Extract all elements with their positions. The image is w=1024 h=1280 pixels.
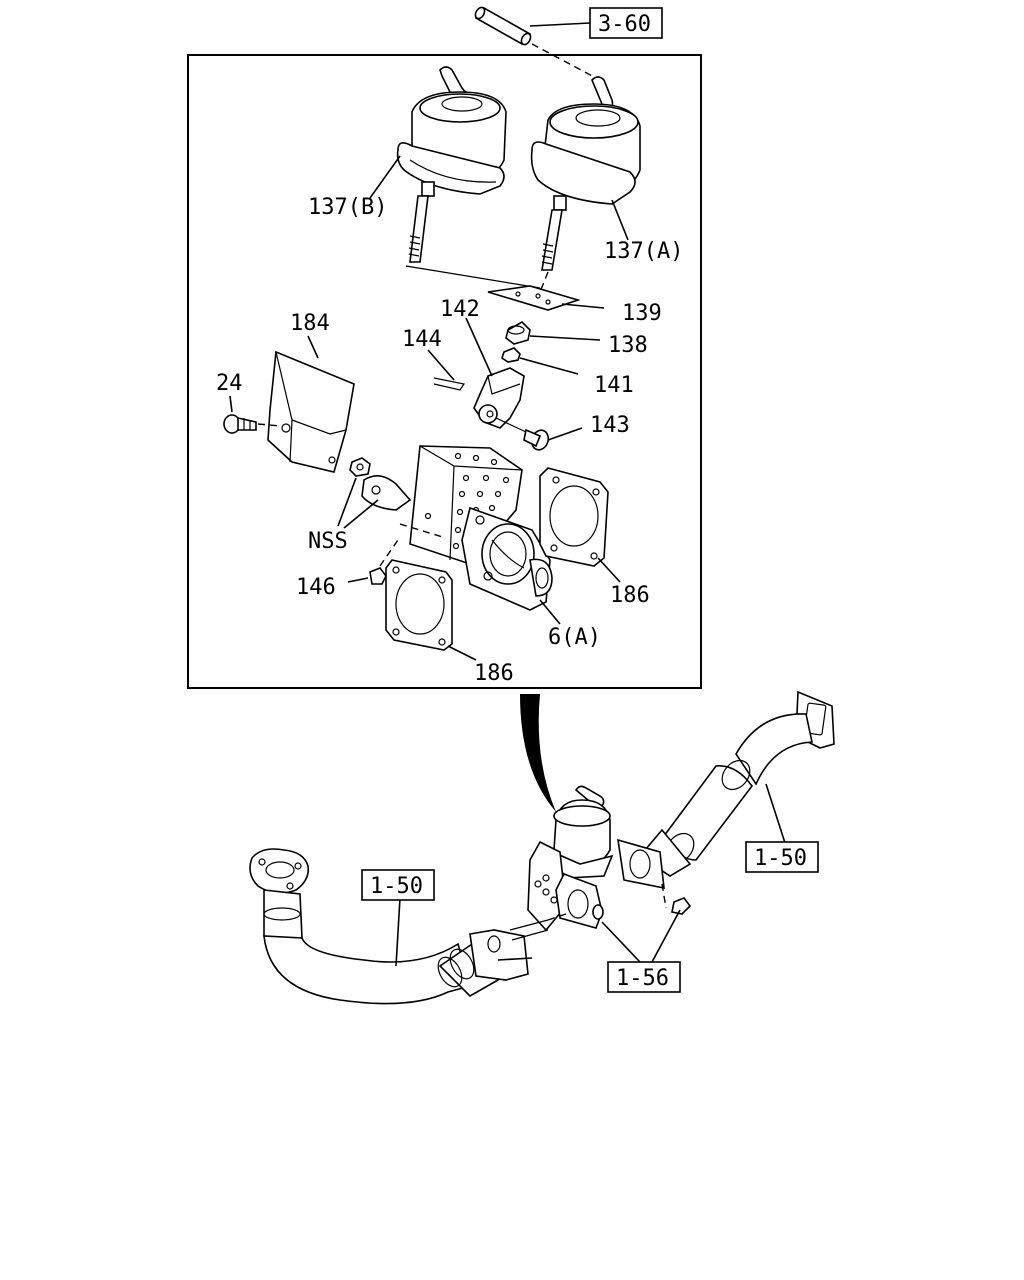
- label-nss: NSS: [308, 529, 348, 554]
- nut-141: [501, 347, 579, 375]
- gasket-186-right: [539, 467, 621, 583]
- label-137b: 137(B): [308, 195, 387, 220]
- label-143: 143: [590, 413, 630, 438]
- assembled-valve: [527, 785, 614, 932]
- label-137a: 137(A): [604, 239, 683, 264]
- label-139: 139: [622, 301, 662, 326]
- label-141: 141: [594, 373, 634, 398]
- label-184: 184: [290, 311, 330, 336]
- ref-label-1-56: 1-56: [616, 966, 669, 991]
- label-138: 138: [608, 333, 648, 358]
- label-186-bottom: 186: [474, 661, 514, 686]
- label-146: 146: [296, 575, 336, 600]
- vacuum-hose: [474, 6, 597, 79]
- heat-shield-184: [267, 335, 355, 473]
- bushing-138: [505, 321, 601, 345]
- ref-label-1-50-right: 1-50: [754, 846, 807, 871]
- pointer-arrow: [520, 694, 556, 812]
- pin-143: [495, 417, 583, 451]
- right-exhaust-pipe: [617, 690, 835, 915]
- actuator-137a: [530, 76, 641, 271]
- clip-146: [347, 539, 399, 585]
- bolt-24: [223, 395, 281, 434]
- left-front-pipe: [249, 848, 567, 1005]
- label-186-right: 186: [610, 583, 650, 608]
- ref-box-3-60: 3-60: [529, 7, 663, 39]
- detail-frame: [187, 54, 702, 689]
- label-24: 24: [216, 371, 243, 396]
- pin-144: [427, 349, 465, 391]
- nss-parts: [337, 457, 412, 529]
- ref-box-1-56: 1-56: [607, 961, 681, 993]
- plate-139: [487, 285, 605, 311]
- lever-142: [465, 317, 525, 429]
- ref-box-1-50-right: 1-50: [745, 841, 819, 873]
- label-144: 144: [402, 327, 442, 352]
- throttle-body-6a: [461, 506, 561, 625]
- ref-label-3-60: 3-60: [598, 12, 651, 37]
- label-142: 142: [440, 297, 480, 322]
- ref-label-1-50-left: 1-50: [370, 874, 423, 899]
- actuator-137b: [396, 66, 507, 263]
- ref-box-1-50-left: 1-50: [361, 869, 435, 901]
- gasket-186-bottom: [385, 559, 477, 661]
- label-6a: 6(A): [548, 625, 601, 650]
